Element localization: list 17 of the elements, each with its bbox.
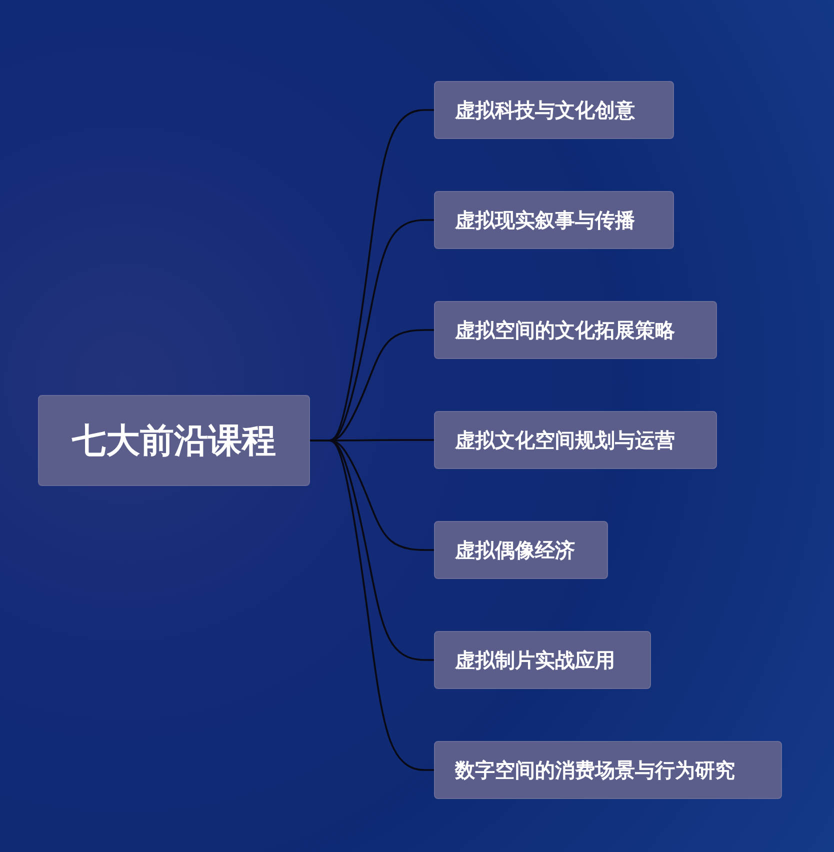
course-box <box>434 521 608 579</box>
connector-line <box>310 440 434 771</box>
course-title: 虚拟科技与文化创意 <box>455 96 635 124</box>
course-title: 虚拟空间的文化拓展策略 <box>455 316 675 344</box>
course-title: 虚拟现实叙事与传播 <box>455 206 635 234</box>
course-title: 虚拟偶像经济 <box>455 536 575 564</box>
course-title: 虚拟文化空间规划与运营 <box>455 426 675 454</box>
root-title: 七大前沿课程 <box>72 420 276 462</box>
root-topic-box <box>38 395 310 486</box>
course-box <box>434 411 717 469</box>
course-box <box>434 301 717 359</box>
course-box <box>434 741 782 799</box>
course-title: 数字空间的消费场景与行为研究 <box>455 756 735 784</box>
course-box <box>434 81 674 139</box>
course-box <box>434 631 651 689</box>
course-box <box>434 191 674 249</box>
course-title: 虚拟制片实战应用 <box>455 646 615 674</box>
